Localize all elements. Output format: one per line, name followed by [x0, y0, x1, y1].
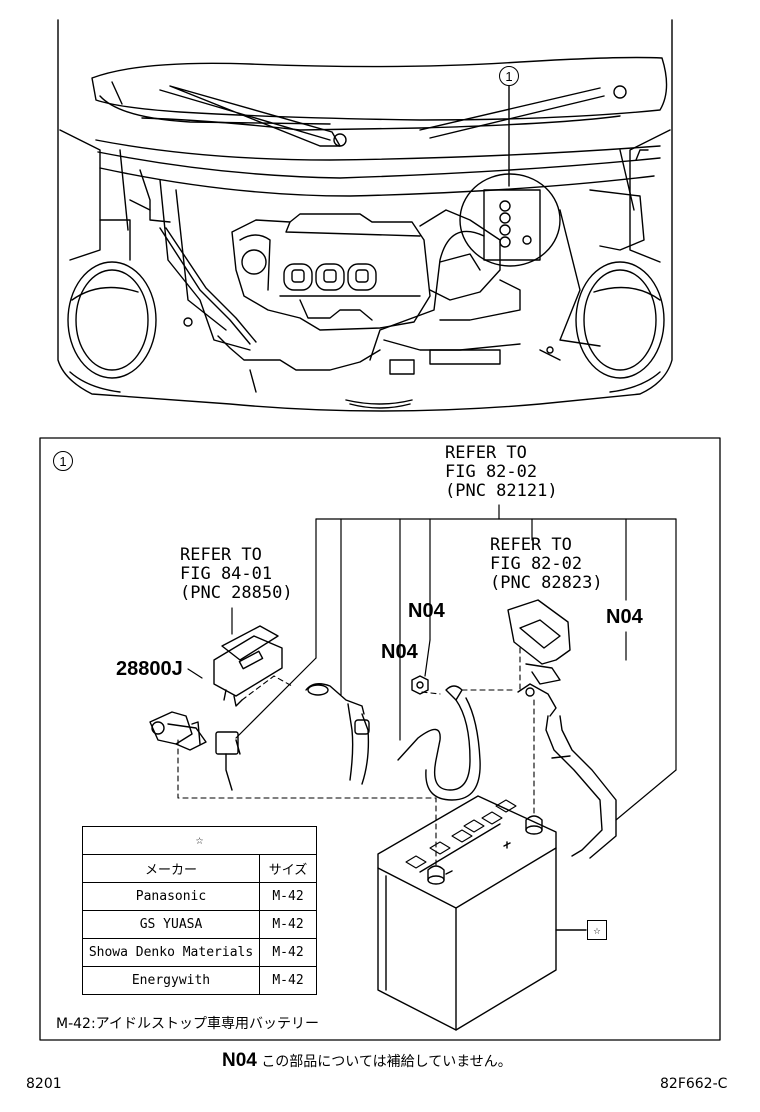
terminal-cover-part [507, 599, 571, 685]
table-header-maker: メーカー [82, 854, 260, 883]
battery-maker-table: ☆ メーカー サイズ Panasonic M-42 GS YUASA M-42 … [82, 826, 317, 995]
negative-cable-part [397, 685, 481, 801]
table-header-star-row: ☆ [82, 826, 317, 855]
battery-star-box: ☆ [587, 920, 607, 940]
table-cell-size: M-42 [259, 938, 317, 967]
refer-fig82-lower-line1: REFER TO [490, 535, 572, 555]
table-row: Panasonic M-42 [82, 882, 317, 911]
table-cell-size: M-42 [259, 966, 317, 995]
table-cell-size: M-42 [259, 882, 317, 911]
refer-fig84-line1: REFER TO [180, 545, 262, 565]
page-number: 8201 [26, 1076, 62, 1092]
table-cell-maker: Panasonic [82, 882, 260, 911]
refer-fig82-lower-line2: FIG 82-02 [490, 554, 583, 574]
battery-sensor-part [213, 625, 283, 707]
detail-callout-circle: 1 [53, 451, 73, 471]
battery-part [377, 795, 587, 1031]
positive-cable-part [517, 683, 617, 859]
refer-fig82-lower-line3: (PNC 82823) [490, 573, 603, 593]
footnote-code: N04 [222, 1050, 257, 1071]
ground-cable-part [305, 683, 370, 785]
refer-fig84-line2: FIG 84-01 [180, 564, 273, 584]
table-row: GS YUASA M-42 [82, 910, 317, 939]
table-header-size: サイズ [259, 854, 317, 883]
connection-dashes [177, 647, 535, 867]
part-number-n04-right: N04 [606, 606, 643, 628]
table-cell-size: M-42 [259, 910, 317, 939]
refer-fig82-upper: REFER TO FIG 82-02 (PNC 82121) [445, 444, 558, 501]
table-cell-maker: Showa Denko Materials [82, 938, 260, 967]
part-number-n04-left: N04 [381, 641, 418, 663]
refer-fig82-lower: REFER TO FIG 82-02 (PNC 82823) [490, 536, 603, 593]
table-header-star: ☆ [82, 826, 317, 855]
refer-fig84-line3: (PNC 28850) [180, 583, 293, 603]
sensor-28800j-part [149, 711, 241, 791]
part-number-28800j: 28800J [116, 658, 183, 680]
refer-fig82-upper-line1: REFER TO [445, 443, 527, 463]
table-row: Energywith M-42 [82, 966, 317, 995]
reference-bracket-lines [187, 504, 677, 821]
table-cell-maker: Energywith [82, 966, 260, 995]
table-header-row: メーカー サイズ [82, 854, 317, 883]
table-cell-maker: GS YUASA [82, 910, 260, 939]
detail-frame [39, 437, 721, 1041]
refer-fig82-upper-line3: (PNC 82121) [445, 481, 558, 501]
footnote-text: この部品については補給していません。 [261, 1054, 512, 1070]
callout-circle: 1 [499, 66, 519, 86]
table-row: Showa Denko Materials M-42 [82, 938, 317, 967]
part-number-n04-mid: N04 [408, 600, 445, 622]
engine-bay-illustration [57, 19, 673, 412]
refer-fig82-upper-line2: FIG 82-02 [445, 462, 538, 482]
footnote: N04 この部品については補給していません。 [222, 1050, 512, 1072]
figure-code: 82F662-C [660, 1076, 728, 1092]
table-note: M-42:アイドルストップ車専用バッテリー [56, 1016, 319, 1032]
nut-part [411, 675, 429, 695]
refer-fig84: REFER TO FIG 84-01 (PNC 28850) [180, 546, 293, 603]
